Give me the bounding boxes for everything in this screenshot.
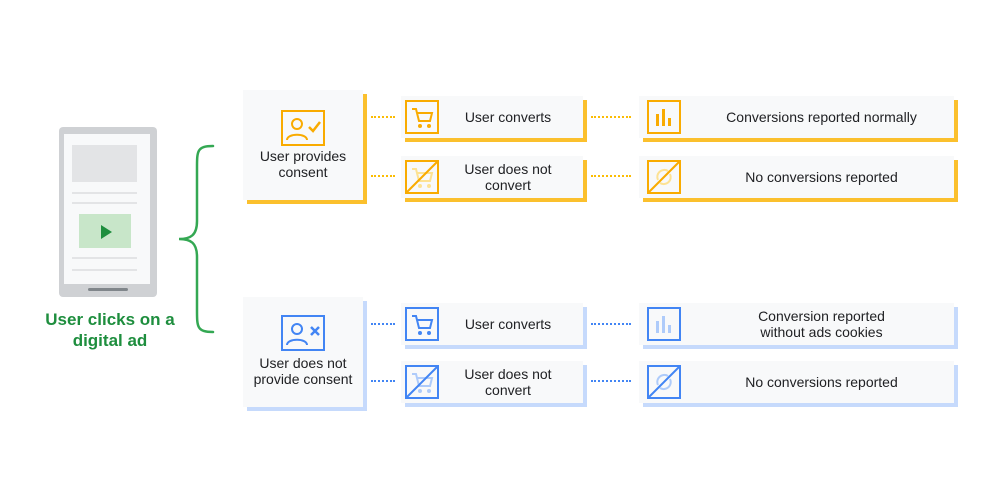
yes-converts-label: User converts — [464, 109, 552, 125]
consent-no-label: User does not provide consent — [253, 355, 353, 387]
yes-converts-result-label: Conversions reported normally — [726, 109, 917, 125]
cart-crossed-icon — [405, 160, 439, 194]
consent-yes-card: User provides consent — [243, 90, 363, 200]
phone-text-line — [72, 257, 137, 259]
bar-chart-icon — [647, 307, 681, 341]
connector-dots — [371, 380, 395, 382]
no-converts-card: User converts — [401, 303, 583, 345]
diagram-title: User clicks on a digital ad — [45, 310, 175, 350]
connector-dots — [591, 175, 631, 177]
phone-text-line — [72, 202, 137, 204]
person-check-icon — [281, 110, 325, 146]
yes-not-converts-result-label: No conversions reported — [745, 169, 898, 185]
shopping-cart-icon — [405, 307, 439, 341]
no-not-converts-label: User does not convert — [464, 366, 552, 398]
yes-converts-result-card: Conversions reported normally — [639, 96, 954, 138]
cart-crossed-icon — [405, 365, 439, 399]
no-not-converts-result-label: No conversions reported — [745, 374, 898, 390]
connector-dots — [371, 323, 395, 325]
connector-dots — [591, 380, 631, 382]
phone-text-line — [72, 269, 137, 271]
no-converts-result-card: Conversion reported without ads cookies — [639, 303, 954, 345]
person-x-icon — [281, 315, 325, 351]
connector-dots — [591, 116, 631, 118]
phone-screen — [64, 134, 150, 284]
connector-dots — [591, 323, 631, 325]
bar-chart-icon — [647, 100, 681, 134]
play-icon — [101, 225, 112, 239]
no-converts-result-label: Conversion reported without ads cookies — [758, 308, 885, 340]
no-converts-label: User converts — [464, 316, 552, 332]
yes-not-converts-result-card: No conversions reported — [639, 156, 954, 198]
phone-home-bar — [88, 288, 128, 291]
phone-illustration — [59, 127, 157, 297]
sync-off-icon — [647, 160, 681, 194]
phone-image-placeholder — [72, 145, 137, 182]
phone-video-ad — [79, 214, 131, 248]
yes-converts-card: User converts — [401, 96, 583, 138]
consent-yes-label: User provides consent — [259, 148, 347, 180]
shopping-cart-icon — [405, 100, 439, 134]
brace-connector — [178, 144, 215, 334]
consent-no-card: User does not provide consent — [243, 297, 363, 407]
sync-off-icon — [647, 365, 681, 399]
phone-text-line — [72, 192, 137, 194]
no-not-converts-result-card: No conversions reported — [639, 361, 954, 403]
connector-dots — [371, 175, 395, 177]
yes-not-converts-label: User does not convert — [464, 161, 552, 193]
no-not-converts-card: User does not convert — [401, 361, 583, 403]
connector-dots — [371, 116, 395, 118]
yes-not-converts-card: User does not convert — [401, 156, 583, 198]
